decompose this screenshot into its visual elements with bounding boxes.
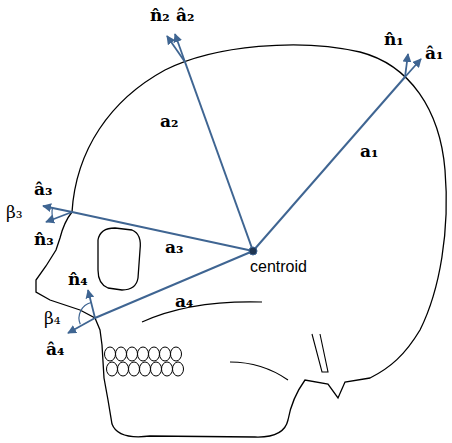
tooth — [118, 362, 129, 376]
angle-arc — [79, 303, 91, 325]
unit-vector-label: â₃ — [34, 180, 52, 199]
vector-label: a₂ — [160, 112, 178, 131]
angle-label: β₄ — [44, 309, 61, 328]
tooth — [149, 347, 160, 361]
angle-arc — [52, 208, 54, 220]
unit-arrow — [405, 59, 421, 77]
tooth — [127, 347, 138, 361]
vector-line — [95, 251, 253, 318]
unit-vector-label: n̂₂ — [150, 6, 170, 25]
unit-vector-label: n̂₄ — [68, 270, 88, 289]
skull-outline — [36, 45, 446, 437]
tooth — [171, 347, 182, 361]
unit-arrow — [88, 290, 95, 318]
jaw-line — [230, 362, 288, 380]
tooth — [105, 347, 116, 361]
position-vectors — [72, 62, 405, 318]
eye-socket — [98, 228, 140, 290]
cheek-line — [142, 302, 262, 322]
unit-arrow — [46, 212, 72, 222]
unit-arrow — [43, 206, 72, 212]
tooth — [160, 347, 171, 361]
vector-line — [253, 77, 405, 251]
unit-vector-label: â₂ — [176, 6, 194, 25]
tooth — [107, 362, 118, 376]
unit-arrow — [175, 34, 185, 62]
tooth — [140, 362, 151, 376]
point-label: centroid — [250, 258, 307, 276]
unit-vector-label: n̂₃ — [34, 230, 54, 249]
centroid-dot — [249, 247, 257, 255]
tooth — [173, 362, 184, 376]
angle-label: β₃ — [6, 203, 23, 222]
tooth — [116, 347, 127, 361]
unit-vector-label: â₄ — [46, 340, 64, 359]
unit-arrow — [68, 318, 95, 333]
tooth — [151, 362, 162, 376]
vector-line — [185, 62, 253, 251]
tooth — [138, 347, 149, 361]
teeth — [105, 347, 184, 376]
vector-line — [72, 212, 253, 251]
unit-arrow — [167, 36, 185, 62]
styloid-process — [312, 334, 328, 372]
vector-label: a₄ — [175, 292, 193, 311]
vector-label: a₁ — [360, 142, 378, 161]
tooth — [162, 362, 173, 376]
unit-vector-label: â₁ — [425, 44, 443, 63]
tooth — [129, 362, 140, 376]
vector-label: a₃ — [165, 238, 183, 257]
unit-vector-label: n̂₁ — [384, 30, 404, 49]
unit-vectors — [43, 34, 421, 333]
